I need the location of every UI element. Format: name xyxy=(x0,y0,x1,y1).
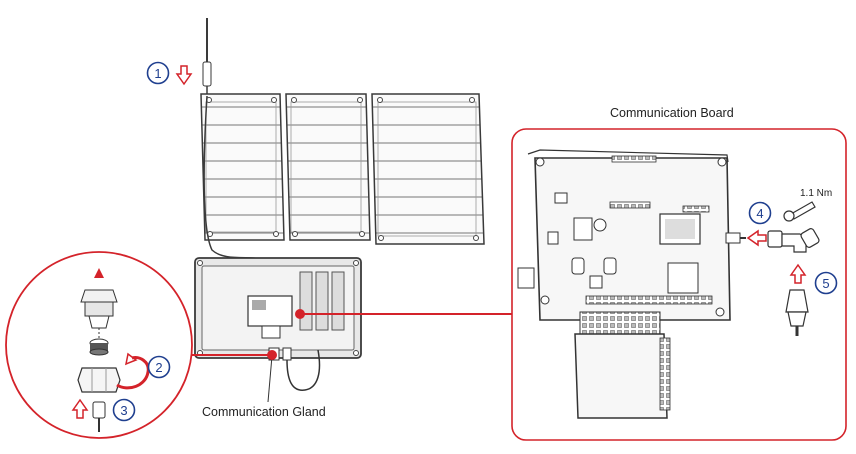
step-number-5: 5 xyxy=(822,276,829,291)
step-number-3: 3 xyxy=(120,403,127,418)
cable-connector xyxy=(785,289,809,336)
connector-dot-gland xyxy=(267,350,277,360)
inverter-unit-right xyxy=(371,93,485,245)
arrow-step4 xyxy=(746,229,767,247)
step-marker-5: 5 xyxy=(814,271,838,295)
antenna-icon xyxy=(202,18,212,96)
rotation-arrow xyxy=(116,356,150,390)
arrow-step5 xyxy=(789,263,807,284)
step-number-1: 1 xyxy=(154,66,161,81)
step-marker-3: 3 xyxy=(112,398,136,422)
communication-board-label: Communication Board xyxy=(610,106,734,120)
wrench-icon xyxy=(783,201,816,222)
connector-dot-board xyxy=(295,309,305,319)
gland-leader-line xyxy=(267,355,273,403)
step-number-4: 4 xyxy=(756,206,763,221)
arrow-step1 xyxy=(175,65,193,86)
communication-gland-label: Communication Gland xyxy=(202,405,326,419)
gland-exploded-view xyxy=(77,268,121,432)
step-number-2: 2 xyxy=(155,360,162,375)
communication-board xyxy=(517,149,746,321)
inverter-unit-left xyxy=(200,93,285,241)
right-angle-connector xyxy=(767,228,820,253)
torque-label: 1.1 Nm xyxy=(800,188,833,199)
arrow-step3 xyxy=(71,398,89,419)
step-marker-4: 4 xyxy=(748,201,772,225)
step-marker-2: 2 xyxy=(147,355,171,379)
connection-box xyxy=(194,257,362,359)
inverter-unit-middle xyxy=(285,93,371,241)
step-marker-1: 1 xyxy=(146,61,170,85)
plug-in-module xyxy=(574,311,671,419)
